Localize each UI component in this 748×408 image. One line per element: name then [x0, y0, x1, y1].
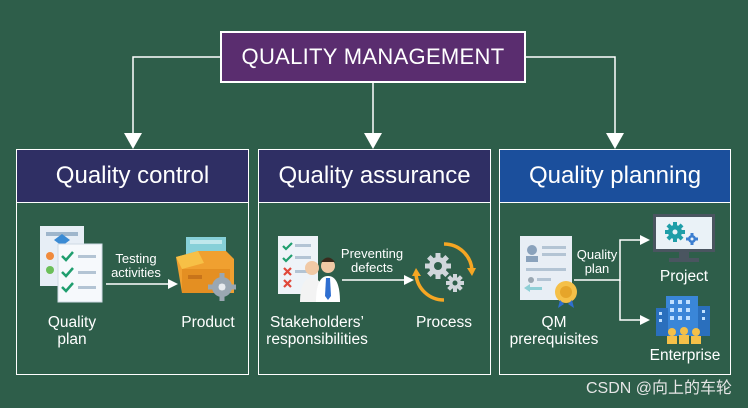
arrowhead-right	[606, 133, 624, 149]
certificate-icon	[520, 236, 577, 308]
stakeholder-people-icon	[278, 236, 340, 302]
connector-right	[526, 56, 616, 135]
panel-heading: Quality assurance	[259, 150, 490, 203]
arrowhead-center	[364, 133, 382, 149]
panel-quality-control: Quality control	[16, 149, 249, 375]
label-product: Product	[181, 314, 235, 331]
label-project: Project	[659, 268, 709, 285]
package-gears-icon	[176, 237, 236, 301]
panel-heading: Quality planning	[500, 150, 730, 203]
panel-quality-assurance: Quality assurance	[258, 149, 491, 375]
process-cycle-gears-icon	[412, 242, 476, 302]
quality-management-title: QUALITY MANAGEMENT	[220, 31, 526, 83]
label-process: Process	[416, 314, 472, 331]
panel-heading: Quality control	[17, 150, 248, 203]
label-stakeholders-responsibilities: Stakeholders’responsibilities	[266, 314, 368, 348]
arrowhead-left	[124, 133, 142, 149]
monitor-gears-icon	[653, 214, 715, 262]
arrow-quality-planning-branch-2	[619, 280, 650, 325]
watermark: CSDN @向上的车轮	[585, 380, 732, 397]
panel-quality-planning: Quality planning	[499, 149, 731, 375]
office-building-icon	[656, 296, 710, 344]
label-enterprise: Enterprise	[649, 347, 721, 364]
connector-left	[132, 56, 220, 135]
arrow-quality-planning-branch	[574, 235, 650, 281]
document-checklist-icon	[40, 226, 103, 303]
